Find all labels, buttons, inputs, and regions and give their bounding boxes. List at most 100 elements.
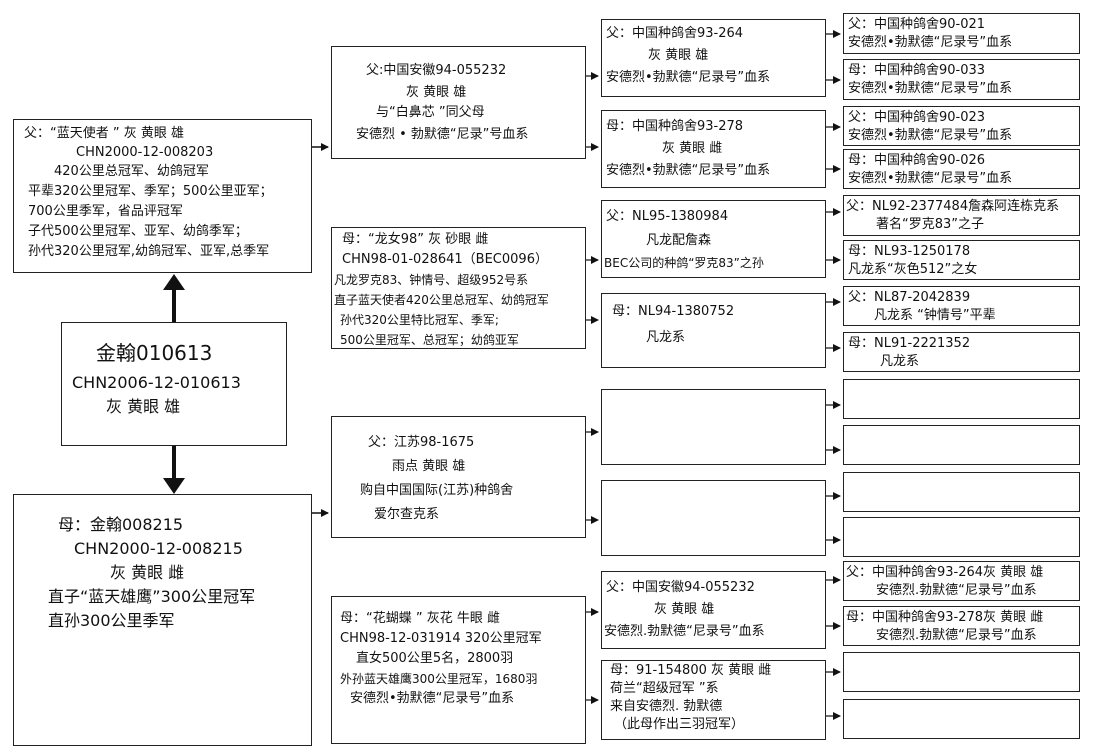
g4-14-l2: 安德烈.勃默德“尼录号”血系: [876, 628, 1037, 643]
dam-line-3: 灰 黄眼 雌: [110, 563, 185, 582]
g4-8-l2: 凡龙系: [880, 354, 920, 369]
g4-8-l1: 母：NL91-2221352: [848, 336, 971, 351]
sire-line-6: 子代500公里冠军、亚军、幼鸽季军；: [28, 224, 248, 239]
sss-box: 父：中国种鸽舍93-264 灰 黄眼 雄 安德烈•勃默德“尼录号”血系: [601, 19, 826, 97]
g4-box-6: 母：NL93-1250178 凡龙系“灰色512”之女: [843, 240, 1080, 280]
subject-desc: 灰 黄眼 雄: [106, 397, 181, 416]
dd-line-1: 母：“花蝴蝶 ” 灰花 牛眼 雌: [340, 611, 500, 626]
g4-4-l2: 安德烈•勃默德“尼录号”血系: [848, 171, 1013, 186]
g4-4-l1: 母：中国种鸽舍90-026: [848, 153, 986, 168]
ssd-line-2: 灰 黄眼 雌: [662, 141, 723, 156]
subject-box: 金翰010613 CHN2006-12-010613 灰 黄眼 雄: [61, 322, 287, 446]
dam-line-1: 母：金翰008215: [58, 515, 184, 534]
g4-box-9: [843, 379, 1080, 419]
ddd-line-1: 母：91-154800 灰 黄眼 雌: [610, 663, 772, 678]
g4-box-8: 母：NL91-2221352 凡龙系: [843, 332, 1080, 372]
g4-box-7: 父：NL87-2042839 凡龙系 “钟情号”平辈: [843, 286, 1080, 326]
g4-box-13: 父：中国种鸽舍93-264灰 黄眼 雄 安德烈.勃默德“尼录号”血系: [843, 561, 1080, 601]
g4-3-l1: 父：中国种鸽舍90-023: [848, 110, 986, 125]
sire-line-3: 420公里总冠军、幼鸽冠军: [54, 164, 209, 179]
sire-box: 父：“蓝天使者 ” 灰 黄眼 雄 CHN2000-12-008203 420公里…: [13, 119, 312, 273]
g4-box-1: 父：中国种鸽舍90-021 安德烈•勃默德“尼录号”血系: [843, 13, 1080, 54]
dam-line-2: CHN2000-12-008215: [74, 539, 243, 558]
sdd-line-2: 凡龙系: [646, 330, 686, 345]
g4-6-l2: 凡龙系“灰色512”之女: [848, 262, 978, 277]
ss-line-4: 安德烈 • 勃默德“尼录”号血系: [356, 127, 529, 142]
sds-line-1: 父：NL95-1380984: [606, 209, 729, 224]
dam-line-5: 直孙300公里季军: [48, 611, 175, 630]
ssd-line-3: 安德烈•勃默德“尼录号”血系: [606, 163, 771, 178]
dds-line-2: 灰 黄眼 雄: [654, 602, 715, 617]
sire-line-7: 孙代320公里冠军,幼鸽冠军、亚军,总季军: [28, 244, 270, 259]
g4-14-l1: 母：中国种鸽舍93-278灰 黄眼 雌: [846, 610, 1044, 625]
ds-line-1: 父：江苏98-1675: [368, 435, 475, 450]
sire-line-4: 平辈320公里冠军、季军；500公里亚军；: [28, 184, 273, 199]
sds-line-2: 凡龙配詹森: [646, 233, 712, 248]
g4-box-12: [843, 517, 1080, 557]
sss-line-1: 父：中国种鸽舍93-264: [606, 26, 744, 41]
g4-1-l2: 安德烈•勃默德“尼录号”血系: [848, 35, 1013, 50]
subject-name: 金翰010613: [96, 341, 213, 365]
sire-line-1: 父：“蓝天使者 ” 灰 黄眼 雄: [24, 126, 184, 141]
dd-line-3: 直女500公里5名，2800羽: [356, 651, 514, 666]
ddd-line-4: （此母作出三羽冠军）: [614, 717, 745, 732]
g4-3-l2: 安德烈•勃默德“尼录号”血系: [848, 128, 1013, 143]
g4-13-l1: 父：中国种鸽舍93-264灰 黄眼 雄: [846, 565, 1044, 580]
sd-line-3: 凡龙罗克83、钟情号、超级952号系: [334, 273, 529, 287]
dam-box: 母：金翰008215 CHN2000-12-008215 灰 黄眼 雌 直子“蓝…: [13, 494, 312, 746]
dam-dam-box: 母：“花蝴蝶 ” 灰花 牛眼 雌 CHN98-12-031914 320公里冠军…: [331, 596, 586, 744]
sds-line-3: BEC公司的种鸽“罗克83”之孙: [604, 256, 764, 270]
ss-line-1: 父:中国安徽94-055232: [366, 63, 507, 78]
ddd-box: 母：91-154800 灰 黄眼 雌 荷兰“超级冠军 ”系 来自安德烈. 勃默德…: [601, 660, 826, 740]
ss-line-2: 灰 黄眼 雄: [406, 85, 467, 100]
g4-5-l1: 父：NL92-2377484詹森阿连栋克系: [846, 199, 1060, 214]
dd-line-5: 安德烈•勃默德“尼录号”血系: [350, 691, 515, 706]
sd-line-1: 母：“龙女98” 灰 砂眼 雌: [342, 232, 489, 247]
g4-box-16: [843, 699, 1080, 739]
dds-line-1: 父：中国安徽94-055232: [606, 580, 755, 595]
dam-sire-box: 父：江苏98-1675 雨点 黄眼 雄 购自中国国际(江苏)种鸽舍 爱尔查克系: [331, 416, 586, 538]
arrowhead-down: [163, 478, 185, 494]
dd-line-2: CHN98-12-031914 320公里冠军: [340, 631, 542, 646]
dsd-box: [601, 480, 826, 556]
g4-box-5: 父：NL92-2377484詹森阿连栋克系 著名“罗克83”之子: [843, 195, 1080, 236]
sd-line-6: 500公里冠军、总冠军；幼鸽亚军: [340, 333, 519, 347]
g4-5-l2: 著名“罗克83”之子: [876, 217, 985, 232]
sdd-box: 母：NL94-1380752 凡龙系: [601, 293, 826, 368]
g4-6-l1: 母：NL93-1250178: [848, 244, 971, 259]
arrowhead-up: [163, 274, 185, 290]
g4-box-4: 母：中国种鸽舍90-026 安德烈•勃默德“尼录号”血系: [843, 149, 1080, 189]
ssd-box: 母：中国种鸽舍93-278 灰 黄眼 雌 安德烈•勃默德“尼录号”血系: [601, 110, 826, 188]
ds-line-4: 爱尔查克系: [374, 507, 440, 522]
dd-line-4: 外孙蓝天雄鹰300公里冠军，1680羽: [340, 672, 538, 686]
g4-7-l1: 父：NL87-2042839: [848, 290, 971, 305]
g4-box-11: [843, 472, 1080, 512]
ds-line-3: 购自中国国际(江苏)种鸽舍: [360, 483, 514, 498]
g4-box-14: 母：中国种鸽舍93-278灰 黄眼 雌 安德烈.勃默德“尼录号”血系: [843, 606, 1080, 646]
dam-line-4: 直子“蓝天雄鹰”300公里冠军: [48, 587, 256, 606]
sire-dam-box: 母：“龙女98” 灰 砂眼 雌 CHN98-01-028641（BEC0096）…: [331, 227, 586, 349]
sd-line-4: 直子蓝天使者420公里总冠军、幼鸽冠军: [334, 293, 549, 307]
g4-7-l2: 凡龙系 “钟情号”平辈: [874, 308, 996, 323]
ddd-line-3: 来自安德烈. 勃默德: [610, 699, 723, 714]
sdd-line-1: 母：NL94-1380752: [612, 304, 735, 319]
sss-line-3: 安德烈•勃默德“尼录号”血系: [606, 70, 771, 85]
sss-line-2: 灰 黄眼 雄: [648, 48, 709, 63]
sire-sire-box: 父:中国安徽94-055232 灰 黄眼 雄 与“白鼻芯 ”同父母 安德烈 • …: [331, 46, 586, 159]
g4-2-l1: 母：中国种鸽舍90-033: [848, 63, 986, 78]
sds-box: 父：NL95-1380984 凡龙配詹森 BEC公司的种鸽“罗克83”之孙: [601, 200, 826, 278]
sire-line-5: 700公里季军，省品评冠军: [28, 204, 183, 219]
g4-box-15: [843, 652, 1080, 692]
sd-line-2: CHN98-01-028641（BEC0096）: [342, 252, 548, 267]
dss-box: [601, 389, 826, 465]
dds-box: 父：中国安徽94-055232 灰 黄眼 雄 安德烈.勃默德“尼录号”血系: [601, 571, 826, 649]
sd-line-5: 孙代320公里特比冠军、季军;: [340, 313, 499, 327]
g4-13-l2: 安德烈.勃默德“尼录号”血系: [876, 583, 1037, 598]
ss-line-3: 与“白鼻芯 ”同父母: [376, 105, 485, 120]
g4-box-2: 母：中国种鸽舍90-033 安德烈•勃默德“尼录号”血系: [843, 59, 1080, 100]
g4-box-10: [843, 425, 1080, 465]
g4-box-3: 父：中国种鸽舍90-023 安德烈•勃默德“尼录号”血系: [843, 106, 1080, 146]
g4-1-l1: 父：中国种鸽舍90-021: [848, 17, 986, 32]
ds-line-2: 雨点 黄眼 雄: [392, 459, 466, 474]
